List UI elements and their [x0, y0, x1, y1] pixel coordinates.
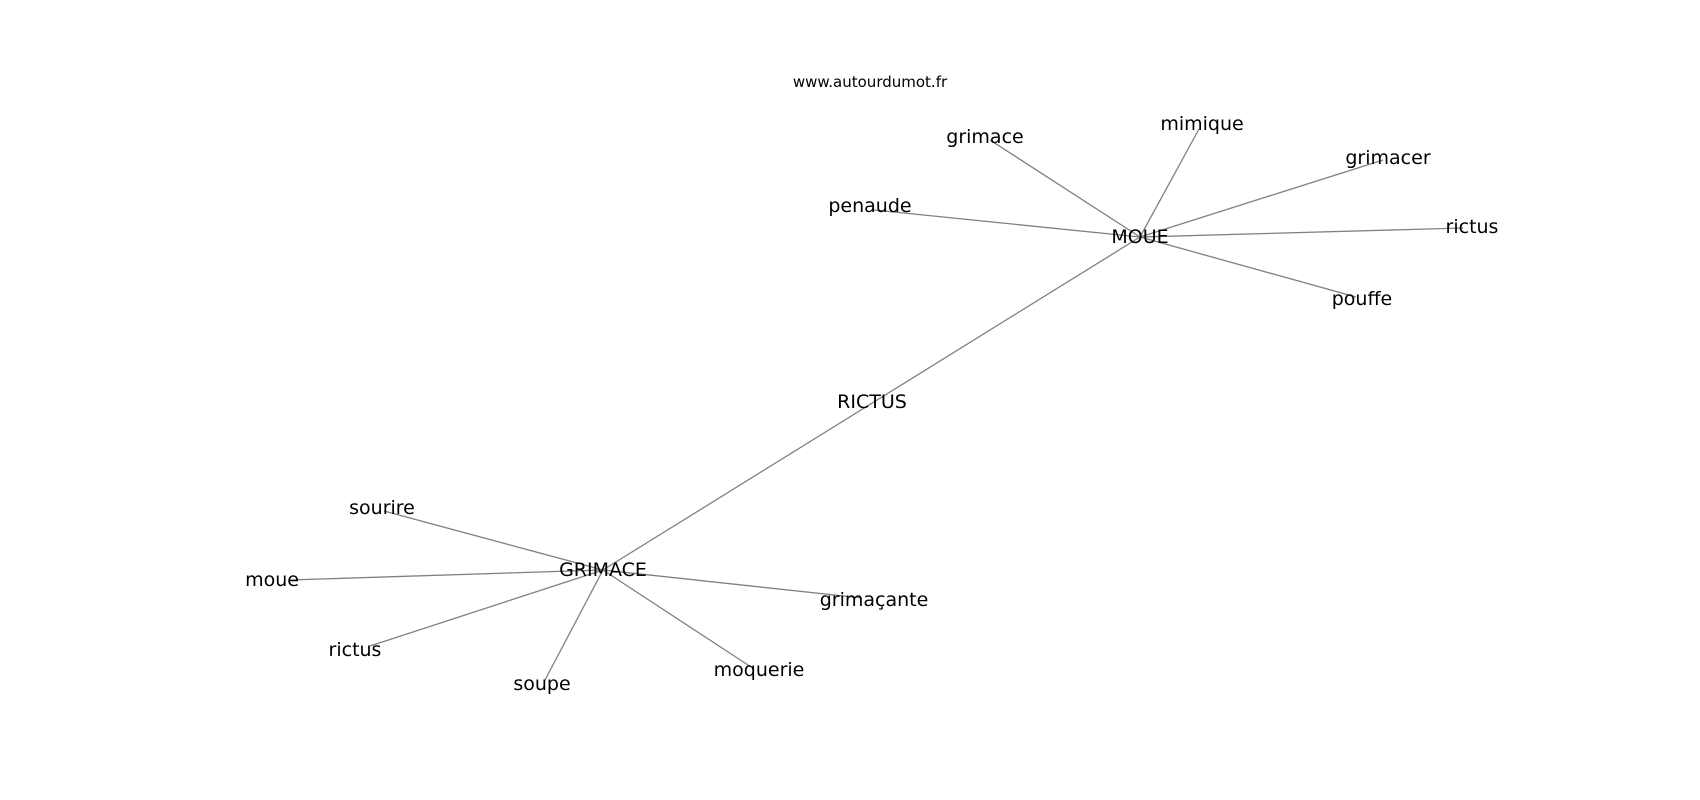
node-penaude: penaude: [828, 195, 911, 217]
edge-moue_hub-grimace_hub: [602, 236, 1141, 571]
node-moquerie: moquerie: [714, 659, 805, 681]
graph-nodes: RICTUS MOUE GRIMACE grimace mimique grim…: [245, 113, 1498, 695]
node-grimacante: grimaçante: [820, 589, 929, 611]
node-grimace-hub: GRIMACE: [559, 559, 647, 581]
node-moue-hub: MOUE: [1111, 226, 1168, 248]
node-rictus-right: rictus: [1446, 216, 1499, 238]
edge-moue_hub-m_grimace: [989, 139, 1141, 238]
node-soupe: soupe: [513, 673, 570, 695]
node-sourire: sourire: [349, 497, 415, 519]
node-moue-left: moue: [245, 569, 299, 591]
edge-moue_hub-m_pouffe: [1139, 236, 1357, 298]
edge-moue_hub-m_rictus: [1139, 227, 1464, 238]
node-rictus-left: rictus: [329, 639, 382, 661]
node-grimacer: grimacer: [1345, 147, 1430, 169]
edge-moue_hub-m_mimique: [1139, 128, 1200, 238]
graph-edges: [288, 128, 1464, 681]
edge-grimace_hub-g_grimacante: [602, 569, 863, 599]
node-mimique: mimique: [1160, 113, 1243, 135]
edge-grimace_hub-g_rictus: [369, 569, 604, 647]
edge-grimace_hub-g_moquerie: [602, 569, 752, 668]
node-grimace: grimace: [946, 126, 1023, 148]
source-label: www.autourdumot.fr: [793, 73, 948, 91]
edge-grimace_hub-g_soupe: [544, 569, 604, 681]
node-pouffe: pouffe: [1332, 288, 1393, 310]
edge-grimace_hub-g_moue: [288, 569, 604, 581]
edge-moue_hub-m_grimacer: [1139, 159, 1384, 238]
edge-grimace_hub-g_sourire: [383, 510, 604, 571]
edge-moue_hub-m_penaude: [873, 209, 1141, 238]
node-rictus-center: RICTUS: [837, 391, 907, 413]
